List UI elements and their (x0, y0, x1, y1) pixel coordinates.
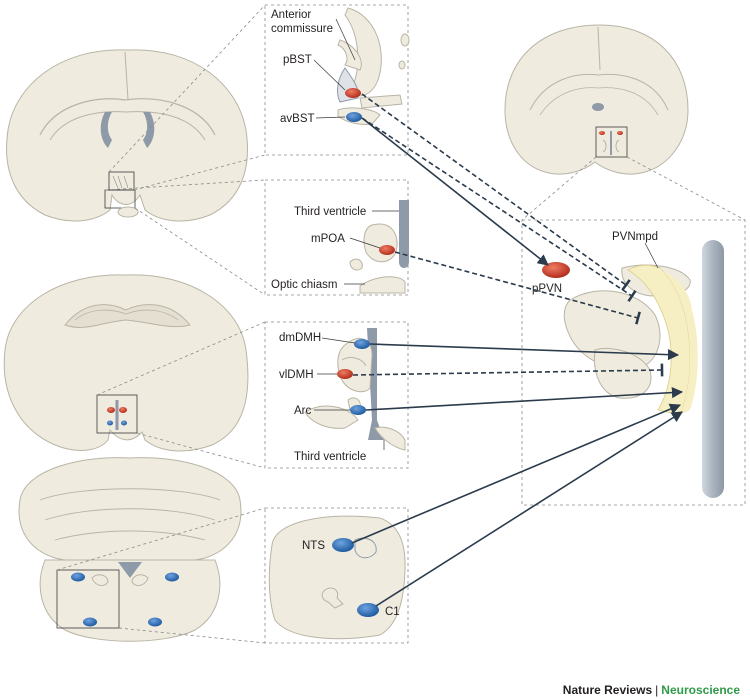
forebrain-section-1 (6, 49, 248, 222)
pbst-to-pvnmpd-inhibition (361, 93, 631, 291)
mpoa-nucleus (379, 245, 395, 255)
inset-pvn: PVNmpd pPVN (521, 219, 746, 506)
projection-arrows (351, 93, 684, 607)
inset-nts-c1: NTS C1 (264, 507, 409, 644)
forebrain-section-2 (3, 274, 249, 452)
dmdmh-label: dmDMH (279, 332, 321, 344)
vldmh-nucleus (337, 369, 353, 379)
third-ventricle-label-bottom: Third ventricle (294, 451, 366, 463)
arc-nucleus (350, 405, 366, 415)
inset-mpoa: Third ventricle mPOA Optic chiasm (264, 179, 409, 296)
third-ventricle-label-top: Third ventricle (294, 206, 366, 218)
credit-separator: | (655, 683, 659, 697)
journal-credit: Nature Reviews|Neuroscience (563, 683, 740, 697)
dmdmh-nucleus (354, 339, 370, 349)
mpoa-label: mPOA (311, 233, 345, 245)
third-ventricle-wall (702, 240, 724, 498)
journal-section: Neuroscience (661, 683, 740, 697)
nts-nucleus (332, 538, 354, 552)
c1-label: C1 (385, 606, 400, 618)
nts-label: NTS (302, 540, 325, 552)
anterior-commissure-label-1: Anterior (271, 9, 311, 21)
avbst-to-pvnmpd-inhibition (361, 117, 637, 303)
hindbrain-section (18, 457, 242, 642)
anterior-commissure-label-2: commissure (271, 23, 333, 35)
ppvn-nucleus (542, 262, 570, 278)
arc-label: Arc (294, 405, 312, 417)
vldmh-label: vlDMH (279, 369, 314, 381)
vldmh-to-pvn-inhibition (352, 363, 664, 377)
avbst-to-ppvn-arrow (361, 117, 549, 266)
inset-dmh-arc: dmDMH vlDMH Arc Third ventricle (264, 321, 409, 469)
pbst-nucleus (345, 88, 361, 98)
inset-bst: Anterior commissure pBST avBST (264, 4, 410, 156)
optic-chiasm-label: Optic chiasm (271, 279, 337, 291)
dmdmh-to-pvn-arrow (369, 343, 680, 361)
pbst-label: pBST (283, 54, 312, 66)
avbst-label: avBST (280, 113, 315, 125)
mpoa-to-pvnmpd-inhibition (394, 251, 641, 325)
projection-guides (56, 4, 746, 644)
ppvn-label: pPVN (532, 283, 562, 295)
c1-nucleus (357, 603, 379, 617)
avbst-nucleus (346, 112, 362, 122)
c1-to-pvn-arrow (375, 411, 683, 607)
nts-to-pvn-arrow (351, 403, 682, 544)
journal-name: Nature Reviews (562, 683, 653, 697)
arc-to-pvn-arrow (365, 386, 684, 411)
forebrain-section-right (504, 24, 689, 175)
pvnmpd-label: PVNmpd (612, 231, 658, 243)
